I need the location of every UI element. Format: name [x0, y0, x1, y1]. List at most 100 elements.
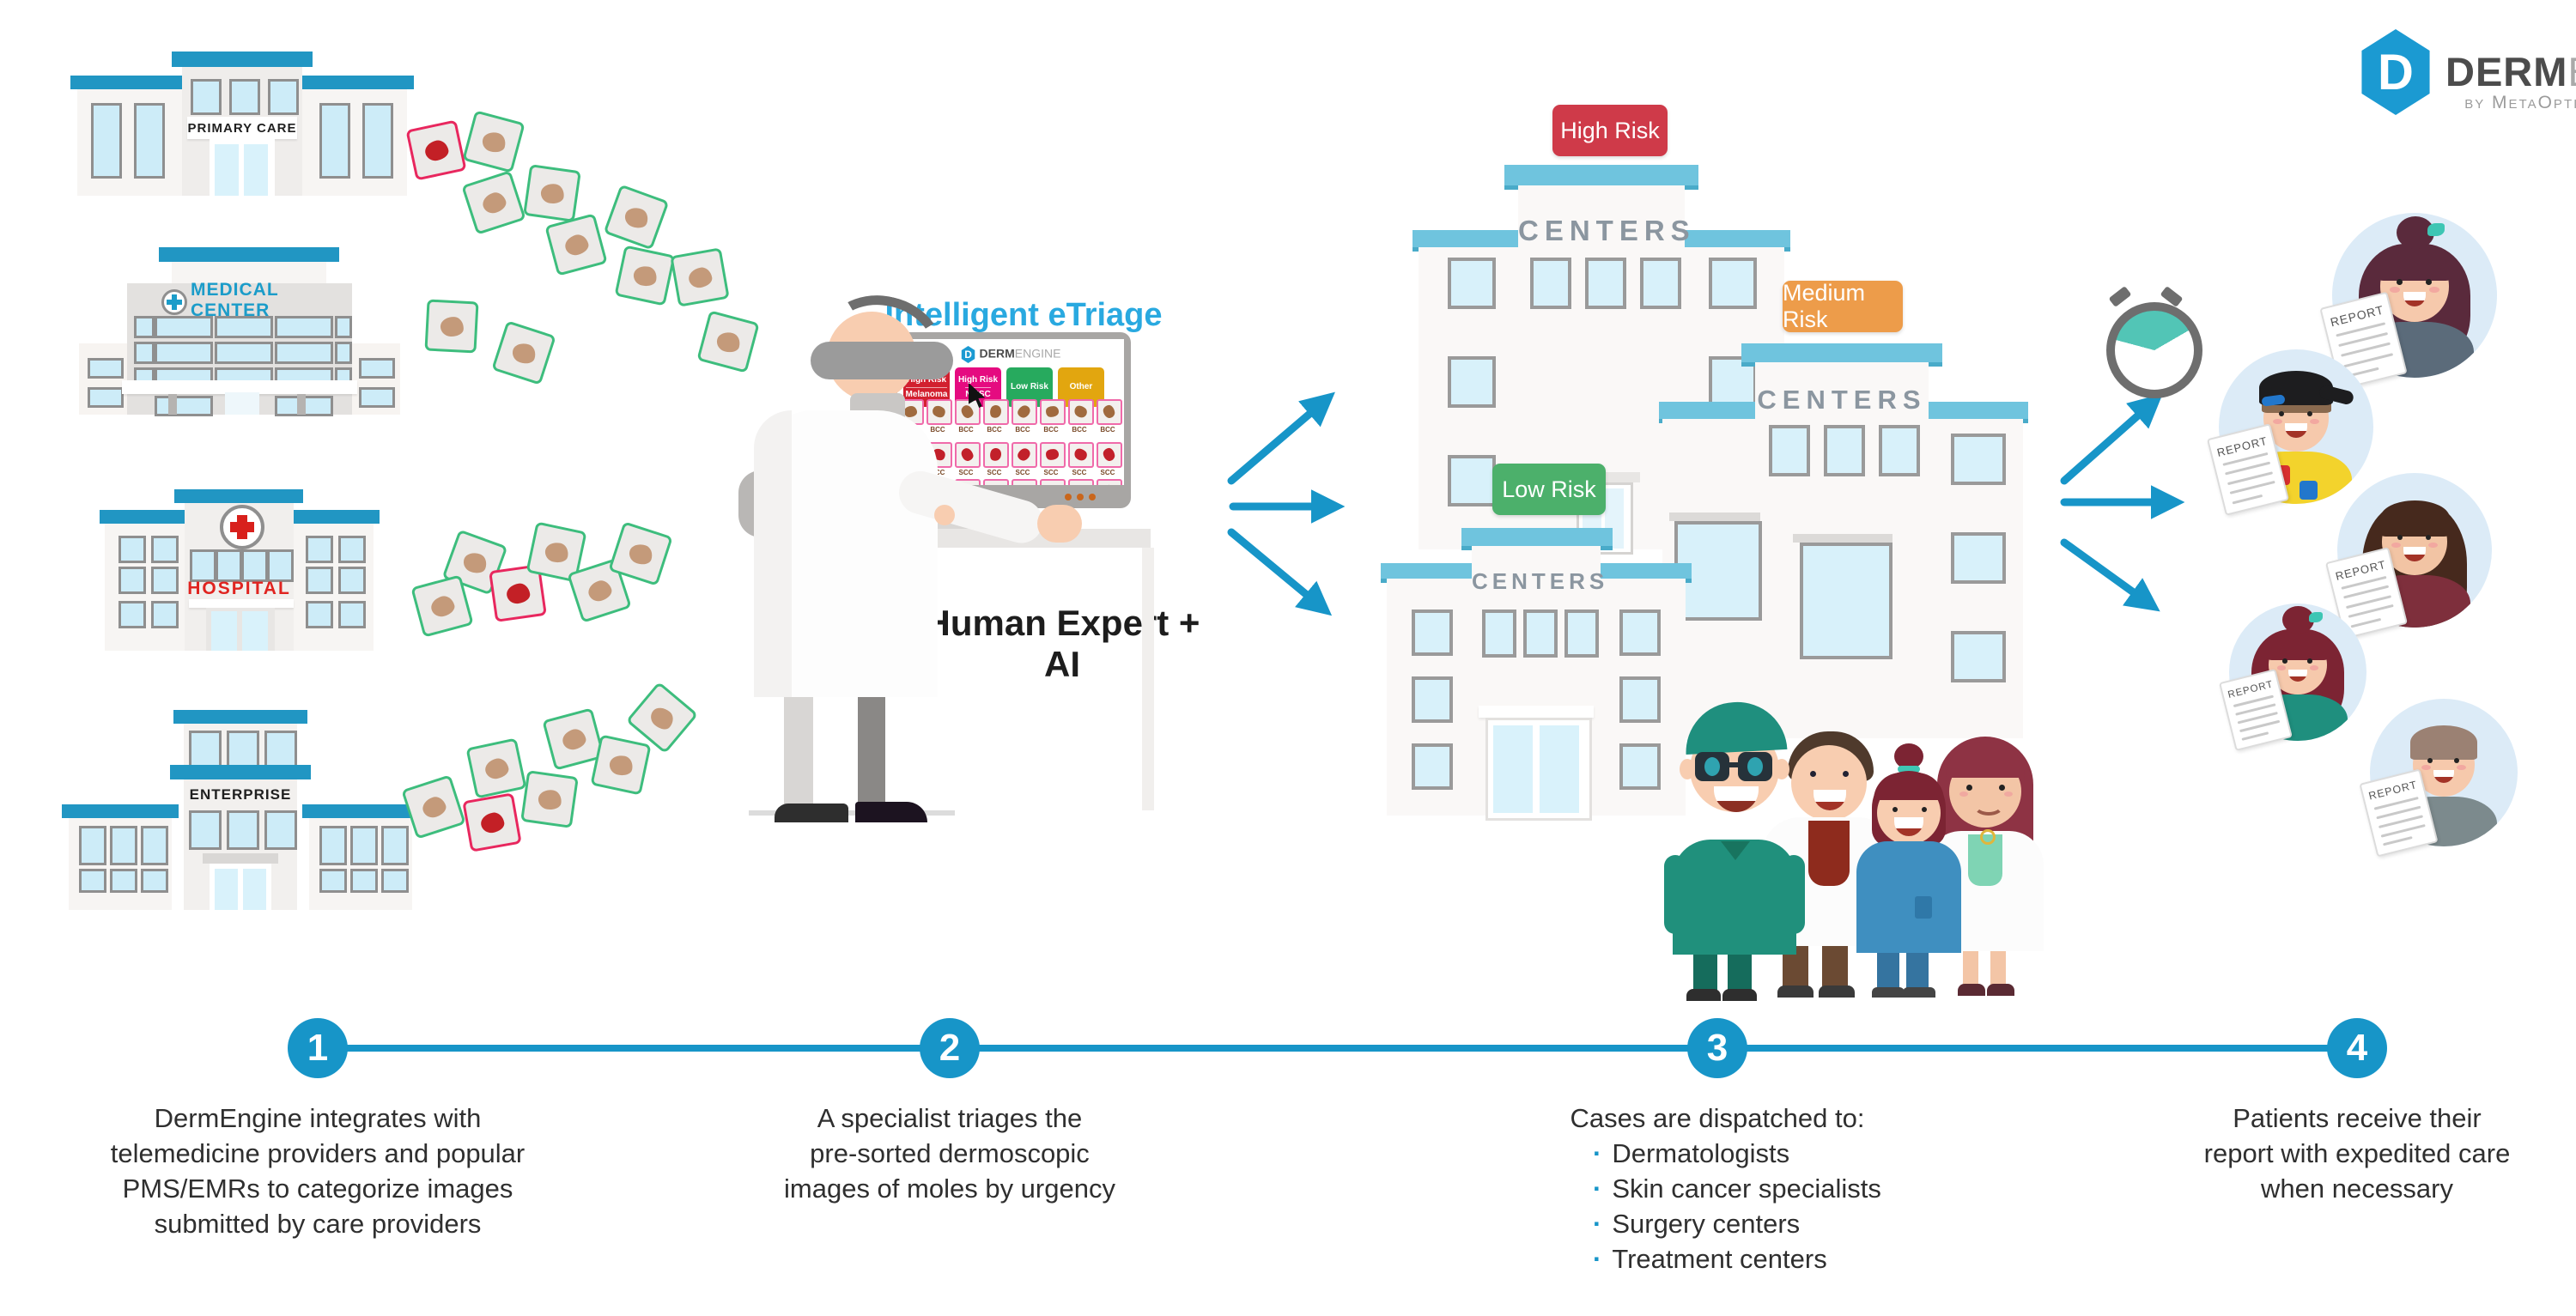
window [134, 316, 155, 338]
smile [1973, 795, 2004, 816]
window [267, 549, 294, 582]
lens [1704, 757, 1720, 776]
screen-mole [1015, 446, 1033, 463]
window [141, 869, 168, 893]
screen-mole [1045, 405, 1060, 418]
roof [62, 804, 179, 818]
eye [1810, 771, 1816, 777]
screen-mole-label: BCC [1043, 426, 1059, 434]
building-label: CENTERS [1518, 215, 1696, 246]
patient-avatar [2370, 699, 2518, 846]
brand-hexagon-icon: D [2361, 29, 2430, 115]
building-label: CENTERS [1472, 568, 1609, 594]
timeline-line [318, 1045, 2357, 1052]
screen-mole-cell [1097, 399, 1122, 425]
mouth [2403, 547, 2426, 561]
window [216, 549, 242, 582]
hand [934, 505, 955, 525]
window [151, 536, 179, 563]
shape [211, 611, 237, 651]
red-cross-icon [220, 505, 264, 549]
etriage-title: Intelligent eTriage [884, 297, 1163, 333]
screen-mole [987, 483, 1004, 485]
screen-mole [1072, 403, 1090, 421]
screen-mole-label: BCC [930, 426, 945, 434]
window [88, 387, 124, 408]
blush [2457, 765, 2466, 771]
shoe [1987, 984, 2014, 996]
window [1951, 532, 2006, 584]
mouth [2285, 423, 2307, 438]
screen-mole-cell [1040, 399, 1066, 425]
dispatch-list-item: ·Dermatologists [1593, 1138, 1790, 1168]
hair-top [2379, 500, 2450, 537]
shape [2403, 555, 2426, 561]
shoe [1872, 987, 1905, 998]
window [1640, 258, 1681, 309]
scrub-top [1856, 841, 1961, 953]
eye [2427, 757, 2433, 763]
brand-logo: D [2356, 29, 2571, 124]
window [229, 79, 260, 115]
blush [1959, 791, 1968, 797]
shirt-patch [2299, 481, 2318, 500]
step-description-heading: Cases are dispatched to: [1570, 1103, 1865, 1133]
pocket [1915, 896, 1932, 919]
eye [2426, 278, 2433, 285]
leg [1963, 951, 1978, 987]
eye [2454, 757, 2460, 763]
building-label: HOSPITAL [187, 579, 291, 598]
visor-icon [811, 342, 953, 379]
awning [1479, 706, 1594, 718]
screen-mole-cell [1040, 442, 1066, 468]
screen-mole [987, 403, 1004, 420]
blush [2273, 419, 2282, 425]
window [306, 536, 333, 563]
report-label: REPORT [2334, 557, 2388, 583]
awning [189, 599, 294, 608]
mouth [1894, 817, 1923, 836]
window [275, 342, 333, 364]
risk-badge: Low Risk [1492, 464, 1606, 515]
shirt [1808, 821, 1850, 886]
window [319, 826, 347, 865]
glasses-icon [1695, 752, 1774, 783]
window [190, 549, 216, 582]
lens [1747, 757, 1763, 776]
shape [1714, 801, 1759, 812]
window [1412, 676, 1453, 723]
window [1482, 609, 1516, 658]
shoe [1777, 985, 1814, 998]
screen-mole [987, 446, 1004, 463]
building-label: CENTERS [1757, 385, 1927, 415]
shoe [1686, 989, 1721, 1001]
window [155, 342, 213, 364]
window [134, 103, 165, 179]
window [215, 316, 273, 338]
mouth [2403, 292, 2427, 307]
window [381, 826, 409, 865]
screen-mole-label: BCC [1100, 426, 1115, 434]
screen-mole-cell [1068, 442, 1094, 468]
screen-mole [930, 403, 948, 421]
dispatch-list-item: ·Treatment centers [1593, 1244, 1827, 1274]
shape [1728, 762, 1740, 767]
window [118, 601, 146, 628]
screen-mole-label: SCC [1100, 469, 1115, 476]
screen-mole-label: SCC [1122, 469, 1124, 476]
window [1412, 609, 1453, 656]
flow-arrow [2060, 538, 2160, 612]
window [350, 869, 378, 893]
ear [1680, 759, 1695, 779]
screen-logo-hexagon-icon: D [961, 346, 975, 363]
pillar [168, 394, 177, 415]
eye [1922, 807, 1927, 812]
mouth [1714, 786, 1759, 812]
window [1564, 609, 1599, 658]
hair-tie [1898, 766, 1920, 773]
roof [159, 247, 339, 262]
window [110, 826, 137, 865]
window [306, 567, 333, 594]
roof [170, 765, 311, 779]
